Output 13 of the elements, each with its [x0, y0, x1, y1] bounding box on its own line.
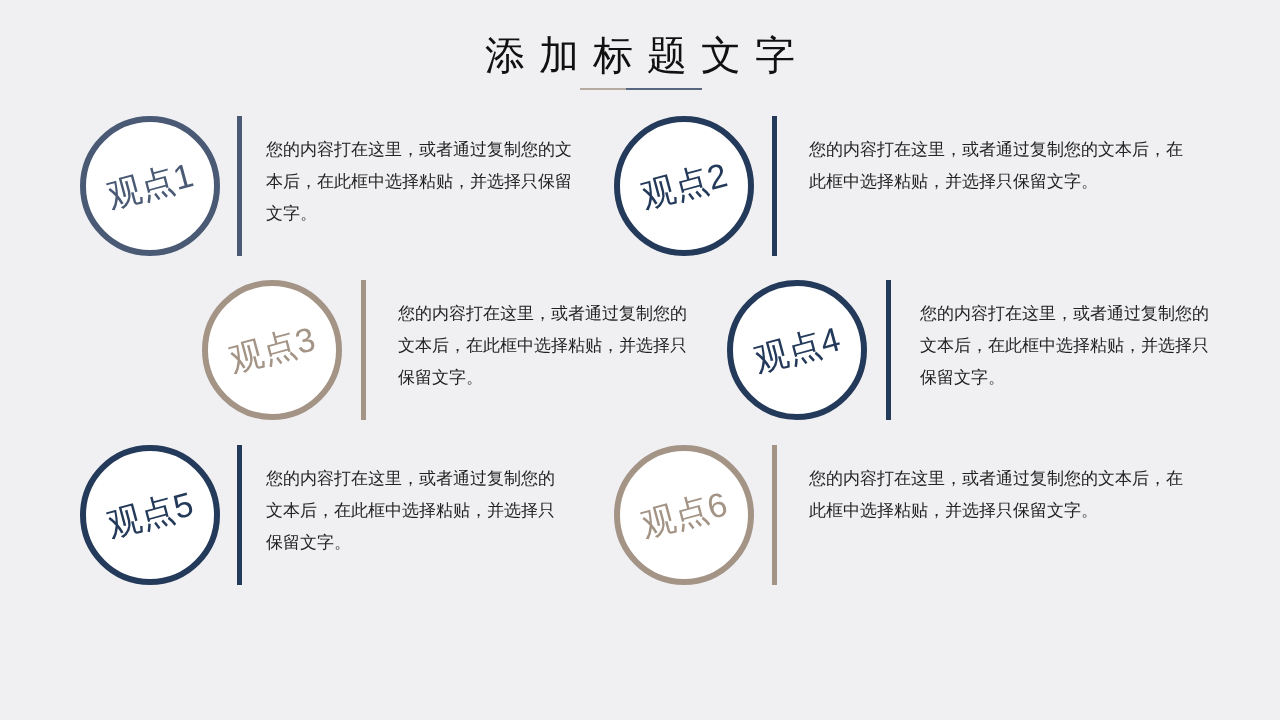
circle-badge: 观点3: [202, 280, 342, 420]
circle-badge: 观点4: [727, 280, 867, 420]
description-text: 您的内容打在这里，或者通过复制您的文本后，在此框中选择粘贴，并选择只保留文字。: [809, 468, 1184, 522]
description-text: 您的内容打在这里，或者通过复制您的文本后，在此框中选择粘贴，并选择只保留文字。: [809, 139, 1184, 193]
description-text: 您的内容打在这里，或者通过复制您的文本后，在此框中选择粘贴，并选择只保留文字。: [398, 303, 688, 389]
description-text: 您的内容打在这里，或者通过复制您的文本后，在此框中选择粘贴，并选择只保留文字。: [266, 139, 573, 225]
circle-badge: 观点5: [80, 445, 220, 585]
title: 添加标题文字: [484, 31, 810, 80]
description-text: 您的内容打在这里，或者通过复制您的文本后，在此框中选择粘贴，并选择只保留文字。: [920, 303, 1210, 389]
description-text: 您的内容打在这里，或者通过复制您的文本后，在此框中选择粘贴，并选择只保留文字。: [266, 468, 556, 554]
circle-badge: 观点1: [80, 116, 220, 256]
circle-badge: 观点2: [614, 116, 754, 256]
circle-badge: 观点6: [614, 445, 754, 585]
